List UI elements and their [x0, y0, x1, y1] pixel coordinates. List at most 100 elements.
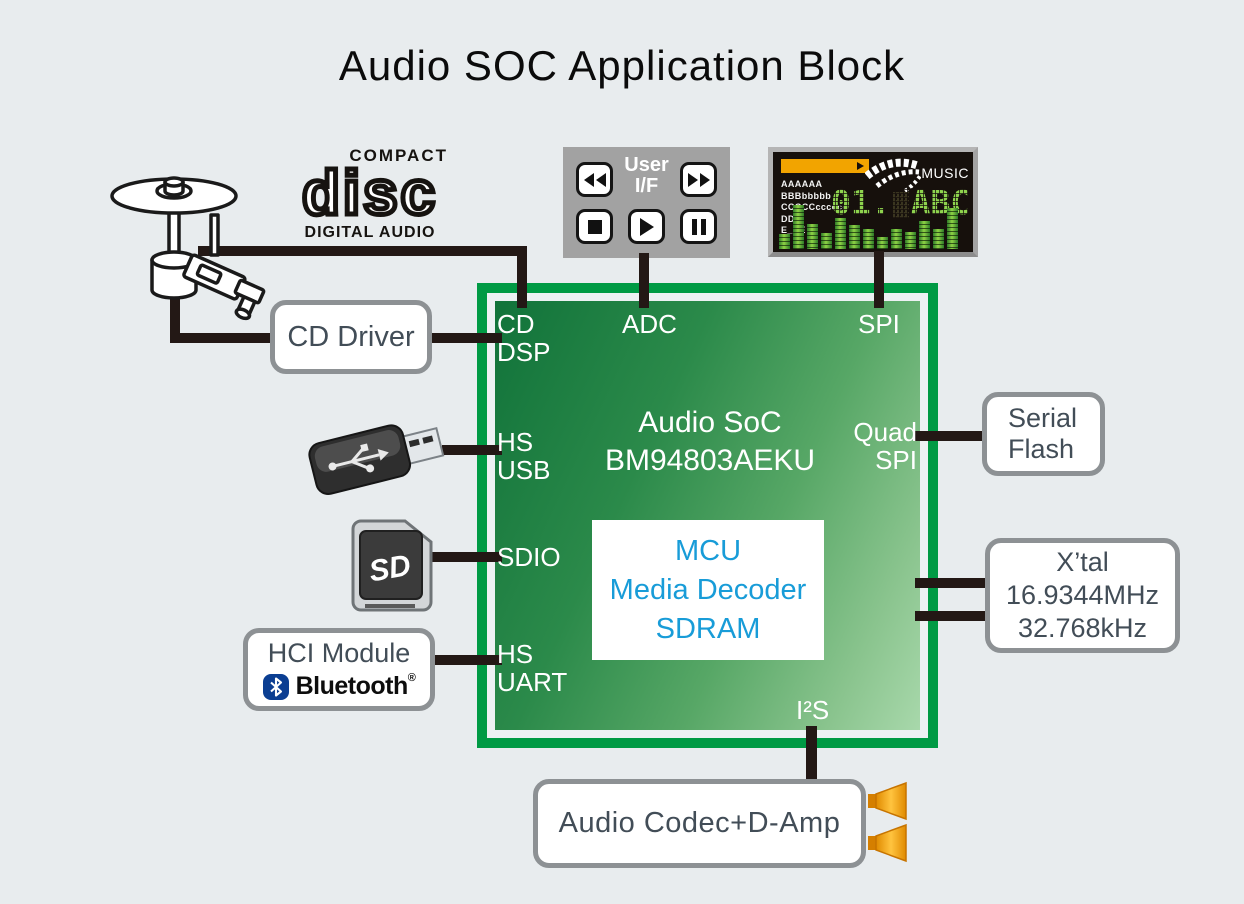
- wire-driver-to-chip: [428, 333, 502, 343]
- cd-mechanism-illustration: [110, 176, 266, 321]
- svg-text:SD: SD: [367, 549, 414, 589]
- spectrum-bar: [919, 221, 930, 249]
- spectrum-bar: [849, 225, 860, 249]
- wire-usb-to-chip: [442, 445, 502, 455]
- hci-module-label: HCI Module: [267, 638, 411, 668]
- speaker-icons: [868, 781, 907, 863]
- play-button: [628, 209, 665, 244]
- spectrum-bar: [779, 234, 790, 249]
- pause-button: [680, 209, 717, 244]
- chip-name-line1: Audio SoC: [638, 406, 782, 439]
- port-quad-spi-line1: Quad: [853, 417, 917, 447]
- bluetooth-brand-row: Bluetooth®: [262, 672, 416, 701]
- xtal-freq-1: 16.9344MHz: [1005, 580, 1160, 610]
- hci-module-box: HCI Module Bluetooth®: [243, 628, 435, 711]
- wire-cd-mech-to-chip-v: [517, 246, 527, 308]
- play-icon: [639, 217, 654, 236]
- stop-icon: [587, 219, 602, 234]
- spectrum-bar: [905, 232, 916, 249]
- serial-flash-label-line1: Serial: [1008, 403, 1078, 433]
- port-cd-dsp-line1: CD: [497, 309, 535, 339]
- compact-disc-logo: COMPACT disc DIGITAL AUDIO: [290, 146, 450, 242]
- chip-core-block: MCU Media Decoder SDRAM: [592, 520, 824, 660]
- usb-drive-illustration: [308, 424, 445, 495]
- audio-codec-box: Audio Codec+D-Amp: [533, 779, 866, 868]
- wire-chip-to-xtal-2: [915, 611, 988, 621]
- port-quad-spi-line2: SPI: [875, 445, 917, 476]
- spectrum-bars: [779, 203, 967, 249]
- port-hs-usb-line2: USB: [497, 455, 551, 486]
- fast-forward-button: [680, 162, 717, 197]
- user-if-label: User I/F: [624, 154, 669, 197]
- user-interface-panel: User I/F: [563, 147, 730, 258]
- wire-display-to-spi: [874, 251, 884, 308]
- chip-name: Audio SoC BM94803AEKU: [560, 404, 860, 480]
- port-cd-dsp: CD DSP: [497, 310, 550, 366]
- wire-sd-to-chip: [430, 552, 502, 562]
- port-hs-uart: HS UART: [497, 640, 567, 696]
- port-cd-dsp-line2: DSP: [497, 337, 551, 368]
- pause-icon: [691, 218, 706, 235]
- port-spi: SPI: [858, 309, 900, 339]
- rewind-icon: [583, 172, 606, 187]
- spectrum-bar: [947, 208, 958, 249]
- port-i2s: I²S: [796, 695, 830, 725]
- serial-flash-label-line2: Flash: [1008, 434, 1075, 464]
- spectrum-bar: [835, 218, 846, 249]
- serial-flash-box: Serial Flash: [982, 392, 1105, 476]
- port-sdio: SDIO: [497, 542, 561, 572]
- fast-forward-icon: [687, 172, 710, 187]
- xtal-label: X’tal: [1056, 547, 1109, 577]
- xtal-freq-2: 32.768kHz: [1017, 613, 1148, 643]
- bluetooth-icon: [262, 673, 289, 700]
- sd-card-illustration: SD: [351, 519, 433, 612]
- wire-cd-mech-down: [170, 288, 180, 343]
- port-adc: ADC: [622, 309, 677, 339]
- track-list-item: BBBbbbbb: [781, 190, 832, 201]
- track-list-item: DDD: [781, 213, 802, 224]
- stop-button: [576, 209, 613, 244]
- spectrum-bar: [863, 229, 874, 249]
- music-logo-text: MUSIC: [921, 165, 969, 181]
- xtal-box: X’tal 16.9344MHz 32.768kHz: [985, 538, 1180, 653]
- wire-hci-to-chip: [431, 655, 502, 665]
- spectrum-bar: [933, 229, 944, 249]
- cd-logo-digital-audio: DIGITAL AUDIO: [304, 224, 436, 241]
- speaker-icon-bottom: [868, 823, 907, 863]
- port-hs-usb-line1: HS: [497, 427, 534, 457]
- bluetooth-text: Bluetooth: [295, 672, 409, 700]
- wire-userif-to-adc: [639, 253, 649, 308]
- diagram-title: Audio SOC Application Block: [338, 42, 906, 89]
- cd-driver-label: CD Driver: [287, 320, 415, 353]
- spectrum-bar: [877, 237, 888, 249]
- port-hs-uart-line1: HS: [497, 639, 534, 669]
- music-display: MUSIC AAAAAABBBbbbbbCCCCCccccccDDDE_EE 0…: [768, 147, 978, 257]
- bluetooth-wordmark: Bluetooth®: [296, 672, 416, 701]
- cd-logo-compact: COMPACT: [349, 146, 448, 165]
- bluetooth-registered-mark: ®: [407, 672, 416, 684]
- core-mcu-label: MCU: [674, 535, 742, 567]
- cd-logo-disc: disc: [299, 159, 439, 228]
- wire-i2s-to-codec: [806, 726, 817, 784]
- core-media-decoder-label: Media Decoder: [609, 574, 807, 606]
- display-music-logo: MUSIC: [865, 154, 969, 192]
- progress-play-icon: [857, 162, 864, 170]
- port-hs-uart-line2: UART: [497, 667, 568, 698]
- display-progress-bar: [781, 159, 869, 173]
- port-hs-usb: HS USB: [497, 428, 550, 484]
- spectrum-bar: [793, 205, 804, 249]
- speaker-icon-top: [868, 781, 907, 821]
- spectrum-bar: [821, 233, 832, 249]
- core-sdram-label: SDRAM: [655, 613, 761, 645]
- track-list-item: AAAAAA: [781, 179, 823, 189]
- wire-chip-to-serialflash: [915, 431, 985, 441]
- track-list-item: CCCCCcccccc: [781, 202, 848, 212]
- wire-cd-mech-to-chip-h: [198, 246, 527, 256]
- wire-chip-to-xtal-1: [915, 578, 988, 588]
- spectrum-bar: [807, 224, 818, 249]
- cd-driver-box: CD Driver: [270, 300, 432, 374]
- rewind-button: [576, 162, 613, 197]
- audio-codec-label: Audio Codec+D-Amp: [558, 807, 841, 839]
- wire-cd-mech-to-driver: [170, 333, 274, 343]
